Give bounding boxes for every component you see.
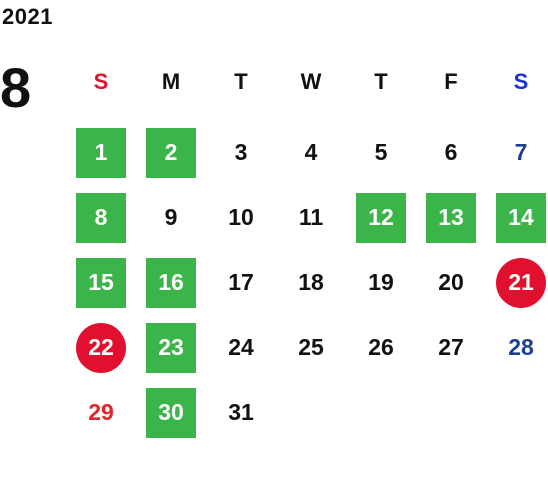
day-cell: 1 [66, 120, 136, 185]
day-cell: 29 [66, 380, 136, 445]
day-cell: 12 [346, 185, 416, 250]
day-cell: 27 [416, 315, 486, 380]
day-cell: 20 [416, 250, 486, 315]
day-cell: 11 [276, 185, 346, 250]
day-7[interactable]: 7 [514, 139, 528, 165]
day-18[interactable]: 18 [298, 269, 324, 295]
day-26[interactable]: 26 [368, 334, 394, 360]
day-cell: 15 [66, 250, 136, 315]
day-cell: 23 [136, 315, 206, 380]
day-cell: 28 [486, 315, 548, 380]
day-25[interactable]: 25 [298, 334, 324, 360]
day-cell: 19 [346, 250, 416, 315]
day-6[interactable]: 6 [444, 139, 458, 165]
month-number: 8 [0, 56, 32, 119]
weekday-thursday: T [374, 69, 388, 94]
day-3[interactable]: 3 [234, 139, 248, 165]
day-28[interactable]: 28 [508, 334, 534, 360]
day-13[interactable]: 13 [426, 192, 476, 243]
day-1[interactable]: 1 [76, 127, 126, 178]
day-24[interactable]: 24 [228, 334, 254, 360]
day-21[interactable]: 21 [496, 257, 546, 308]
day-14[interactable]: 14 [496, 192, 546, 243]
day-15[interactable]: 15 [76, 257, 126, 308]
day-22[interactable]: 22 [76, 322, 126, 373]
day-cell: 18 [276, 250, 346, 315]
day-cell: 7 [486, 120, 548, 185]
day-cell: 4 [276, 120, 346, 185]
day-20[interactable]: 20 [438, 269, 464, 295]
weekday-saturday: S [513, 69, 529, 94]
weekday-monday: M [161, 69, 181, 94]
day-19[interactable]: 19 [368, 269, 394, 295]
day-4[interactable]: 4 [304, 139, 318, 165]
day-cell: 6 [416, 120, 486, 185]
day-17[interactable]: 17 [228, 269, 254, 295]
weekday-friday: F [444, 69, 458, 94]
weekday-sunday: S [93, 69, 109, 94]
day-cell: 8 [66, 185, 136, 250]
day-9[interactable]: 9 [164, 204, 178, 230]
day-cell: 2 [136, 120, 206, 185]
day-30[interactable]: 30 [146, 387, 196, 438]
day-2[interactable]: 2 [146, 127, 196, 178]
day-cell: 25 [276, 315, 346, 380]
day-cell: 5 [346, 120, 416, 185]
day-cell: 9 [136, 185, 206, 250]
day-cell: 30 [136, 380, 206, 445]
day-11[interactable]: 11 [298, 204, 324, 230]
day-cell: 13 [416, 185, 486, 250]
day-cell: 16 [136, 250, 206, 315]
day-23[interactable]: 23 [146, 322, 196, 373]
day-31[interactable]: 31 [228, 399, 254, 425]
day-cell: 21 [486, 250, 548, 315]
day-cell: 24 [206, 315, 276, 380]
day-cell: 14 [486, 185, 548, 250]
day-10[interactable]: 10 [228, 204, 254, 230]
day-cell: 31 [206, 380, 276, 445]
weekday-tuesday: T [234, 69, 248, 94]
day-29[interactable]: 29 [88, 399, 114, 425]
day-5[interactable]: 5 [374, 139, 388, 165]
year-label: 2021 [2, 4, 53, 29]
day-cell: 26 [346, 315, 416, 380]
day-8[interactable]: 8 [76, 192, 126, 243]
day-cell: 22 [66, 315, 136, 380]
day-12[interactable]: 12 [356, 192, 406, 243]
weekday-header: S M T W T F S [66, 64, 546, 100]
day-27[interactable]: 27 [438, 334, 464, 360]
weekday-wednesday: W [300, 69, 322, 94]
day-cell: 10 [206, 185, 276, 250]
day-cell: 17 [206, 250, 276, 315]
day-cell: 3 [206, 120, 276, 185]
day-16[interactable]: 16 [146, 257, 196, 308]
